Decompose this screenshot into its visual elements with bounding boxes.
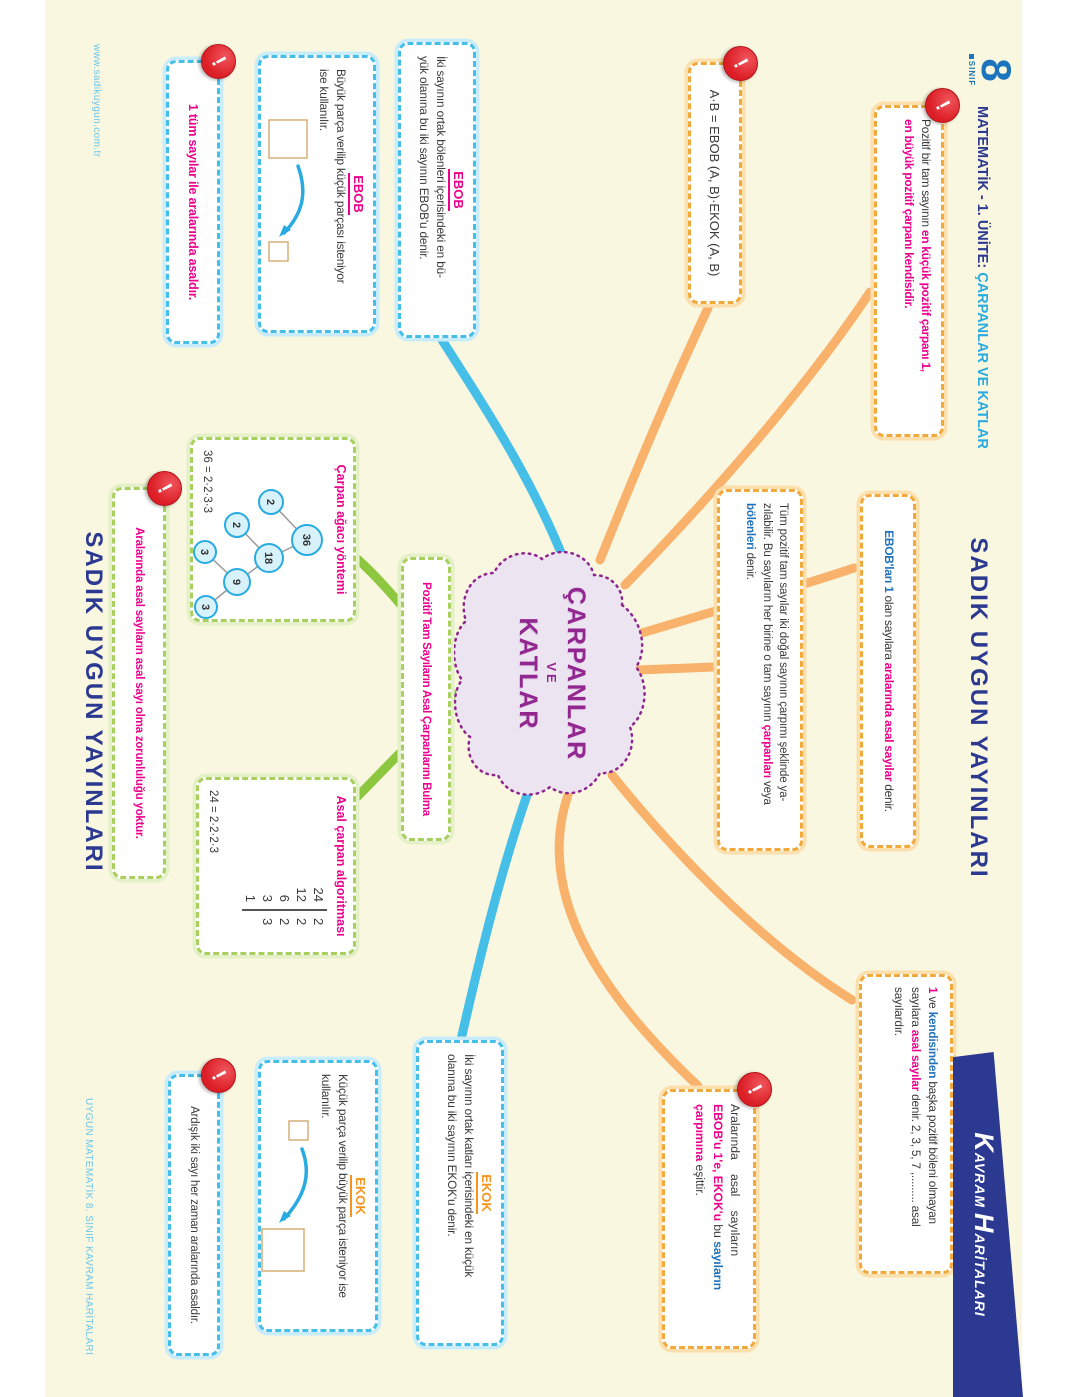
course-unit-label: MATEMATİK - 1. ÜNİTE: [974,106,990,273]
square-bullet-icon [969,53,975,59]
ribbon-text: KAVRAM HARİTALARI [969,1132,1000,1317]
warning-icon: ! [737,1072,772,1107]
branch-green-agac [349,551,406,610]
factor-tree-diagram: 36 2 18 2 9 3 3 [193,489,323,619]
branch-orange-formul [595,303,713,565]
website-url: www.sadikuygun.com.tr [91,44,102,158]
publisher-top: SADIK UYGUN YAYINLARI [965,537,992,879]
box-carpan-kural-notu: Pozitif bir tam sayının en küçük pozitif… [874,105,944,437]
note-asal-olma-zorunlulugu: Aralarında asal sayıların asal sayı olma… [112,487,166,879]
bulma-baslik-text: Pozitif Tam Sayıların Asal Çarpanlarını … [420,582,433,816]
asal-sayi-text: 1 ve kendisinden başka pozitif böleni ol… [892,987,941,1227]
warning-icon: ! [201,44,236,79]
algoritma-equation: 24 = 2·2·2·3 [207,790,219,853]
svg-text:3: 3 [198,549,210,555]
publisher-bottom: SADIK UYGUN YAYINLARI [80,531,107,873]
svg-text:2: 2 [230,522,242,528]
svg-text:3: 3 [199,604,211,610]
ebob-tanim-text: İki sayının ortak bölenleri içerisindeki… [417,56,448,278]
big-to-small-piece-diagram [268,119,309,262]
not-tum-sayilar-text: 1 tüm sayılar ile aralarında asaldır. [186,103,201,301]
topic-line-3: KATLAR [514,617,543,731]
svg-text:18: 18 [262,552,274,564]
box-asal-carpan-bulma: Pozitif Tam Sayıların Asal Çarpanlarını … [401,557,451,841]
warning-icon: ! [147,471,182,506]
aralarinda-asal-text: EBOB'ları 1 olan sayılara aralarında asa… [881,530,896,812]
ardisik-text: Ardışık iki sayı her zaman aralarında as… [188,1106,201,1324]
branch-orange-kural [620,287,875,590]
warning-icon: ! [925,88,960,123]
page-title: MATEMATİK - 1. ÜNİTE: ÇARPANLAR VE KATLA… [974,106,990,449]
branch-blue-ebob [437,335,569,565]
unit-topic-label: ÇARPANLAR VE KATLAR [974,272,990,449]
box-ebob-ekok-carpim-formulu: A·B = EBOB (A, B)·EKOK (A, B) [688,62,742,304]
box-ebob-tanim: EBOB İki sayının ortak bölenleri içerisi… [398,42,476,338]
topic-title: ÇARPANLAR VE KATLAR [454,545,650,803]
svg-text:9: 9 [230,579,242,585]
branch-green-algoritma [349,747,406,805]
topic-line-2: VE [544,662,560,686]
ekok-title: EKOK [476,1054,494,1332]
warning-icon: ! [201,1058,236,1093]
topic-line-1: ÇARPANLAR [562,586,591,762]
box-ekok-kullanim: EKOK Küçük parça verilip büyük parça ist… [258,1060,378,1332]
box-ebob-kullanim: EBOB Büyük parça verilip küçük parçası i… [258,55,376,333]
note-ardisik-sayilar: Ardışık iki sayı her zaman aralarında as… [168,1074,220,1356]
svg-text:2: 2 [264,499,276,505]
box-aralarinda-asal-tanim: EBOB'ları 1 olan sayılara aralarında asa… [860,494,916,848]
branch-orange-ebobekok-not [554,790,703,1091]
ebob-title: EBOB [448,56,466,324]
grade-number: 8 [973,58,1020,82]
tree-equation: 36 = 2·2·3·3 [201,450,213,513]
small-to-big-piece-diagram [261,1120,310,1272]
zorunluluk-text: Aralarında asal sayıların asal sayı olma… [133,527,146,839]
warning-icon: ! [723,46,758,81]
ebob-kullanim-text: Büyük parça verilip küçük parçası isteni… [317,69,348,284]
note-tum-sayilar: 1 tüm sayılar ile aralarında asaldır. [166,60,220,344]
ekok-title: EKOK [350,1074,368,1318]
formula-text: A·B = EBOB (A, B)·EKOK (A, B) [707,89,723,277]
branch-blue-ekok [455,787,533,1049]
footer-credit: UYGUN MATEMATİK 8. SINIF KAVRAM HARİTALA… [83,1098,94,1356]
branch-orange-asal [607,770,857,1005]
grade-label: SINIF [967,40,976,100]
box-ekok-tanim: EKOK İki sayının ortak katları içerisind… [416,1040,504,1346]
grade-8-logo: 8 SINIF [967,40,1020,100]
branch-orange-tanim [633,662,719,675]
svg-text:36: 36 [300,534,312,546]
cloud-shape [454,550,646,796]
ebob-title: EBOB [348,69,366,319]
box-asal-sayi-tanim: 1 ve kendisinden başka pozitif böleni ol… [859,974,953,1274]
box-carpan-bolen-tanim: Tüm pozitif tam sayılar iki doğal sayını… [717,489,803,851]
carpan-kural-text: Pozitif bir tam sayının en küçük pozitif… [901,119,933,372]
carpan-bolen-text: Tüm pozitif tam sayılar iki doğal sayını… [744,503,789,805]
topic-cloud: ÇARPANLAR VE KATLAR [454,545,650,803]
algoritma-title: Asal çarpan algoritması [334,795,348,937]
ekok-tanim-text: İki sayının ortak katları içerisindeki e… [445,1054,476,1278]
ekok-kullanim-text: Küçük parça verilip büyük parça isteniyo… [319,1074,350,1298]
